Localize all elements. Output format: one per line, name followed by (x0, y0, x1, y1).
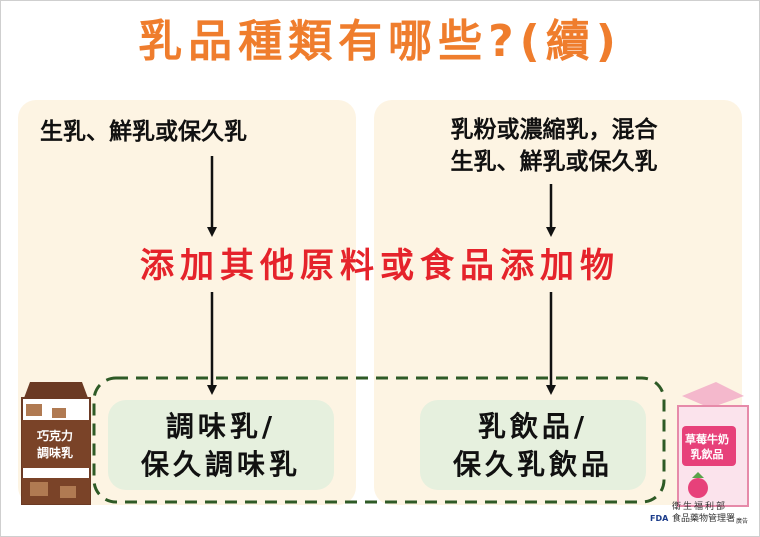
strawberry-carton-label: 草莓牛奶 乳飲品 (682, 432, 732, 462)
right-source-line-1: 乳粉或濃縮乳，混合 (450, 117, 658, 143)
right-result-box: 乳飲品/ 保久乳飲品 (420, 400, 646, 490)
chocolate-milk-carton-icon (21, 382, 91, 505)
middle-process-text: 添加其他原料或食品添加物 (140, 246, 620, 286)
footer-org-subname: 食品藥物管理署 (672, 514, 736, 524)
left-source-text: 生乳、鮮乳或保久乳 (40, 119, 247, 145)
left-result-box: 調味乳/ 保久調味乳 (108, 400, 334, 490)
page-title: 乳品種類有哪些?(續) (138, 16, 622, 67)
left-result-line-2: 保久調味乳 (140, 448, 301, 481)
footer-org-name: 衛生福利部 (672, 502, 728, 512)
left-result-line-1: 調味乳/ (165, 410, 277, 443)
footer-ad-label: 廣告 (736, 518, 749, 525)
strawberry-carton-label-line-2: 乳飲品 (690, 448, 724, 461)
fda-logo: FDA (650, 514, 669, 523)
result-dashed-outline (92, 376, 666, 504)
right-source-line-2: 生乳、鮮乳或保久乳 (450, 149, 658, 175)
chocolate-carton-label-line-2: 調味乳 (36, 446, 73, 460)
chocolate-carton-label: 巧克力 調味乳 (24, 428, 86, 462)
strawberry-milk-carton-icon (677, 382, 749, 507)
right-result-line-1: 乳飲品/ (477, 410, 589, 443)
chocolate-carton-label-line-1: 巧克力 (36, 429, 73, 443)
strawberry-carton-label-line-1: 草莓牛奶 (685, 433, 729, 446)
right-result-line-2: 保久乳飲品 (452, 448, 613, 481)
right-source-text: 乳粉或濃縮乳，混合 生乳、鮮乳或保久乳 (384, 114, 724, 178)
